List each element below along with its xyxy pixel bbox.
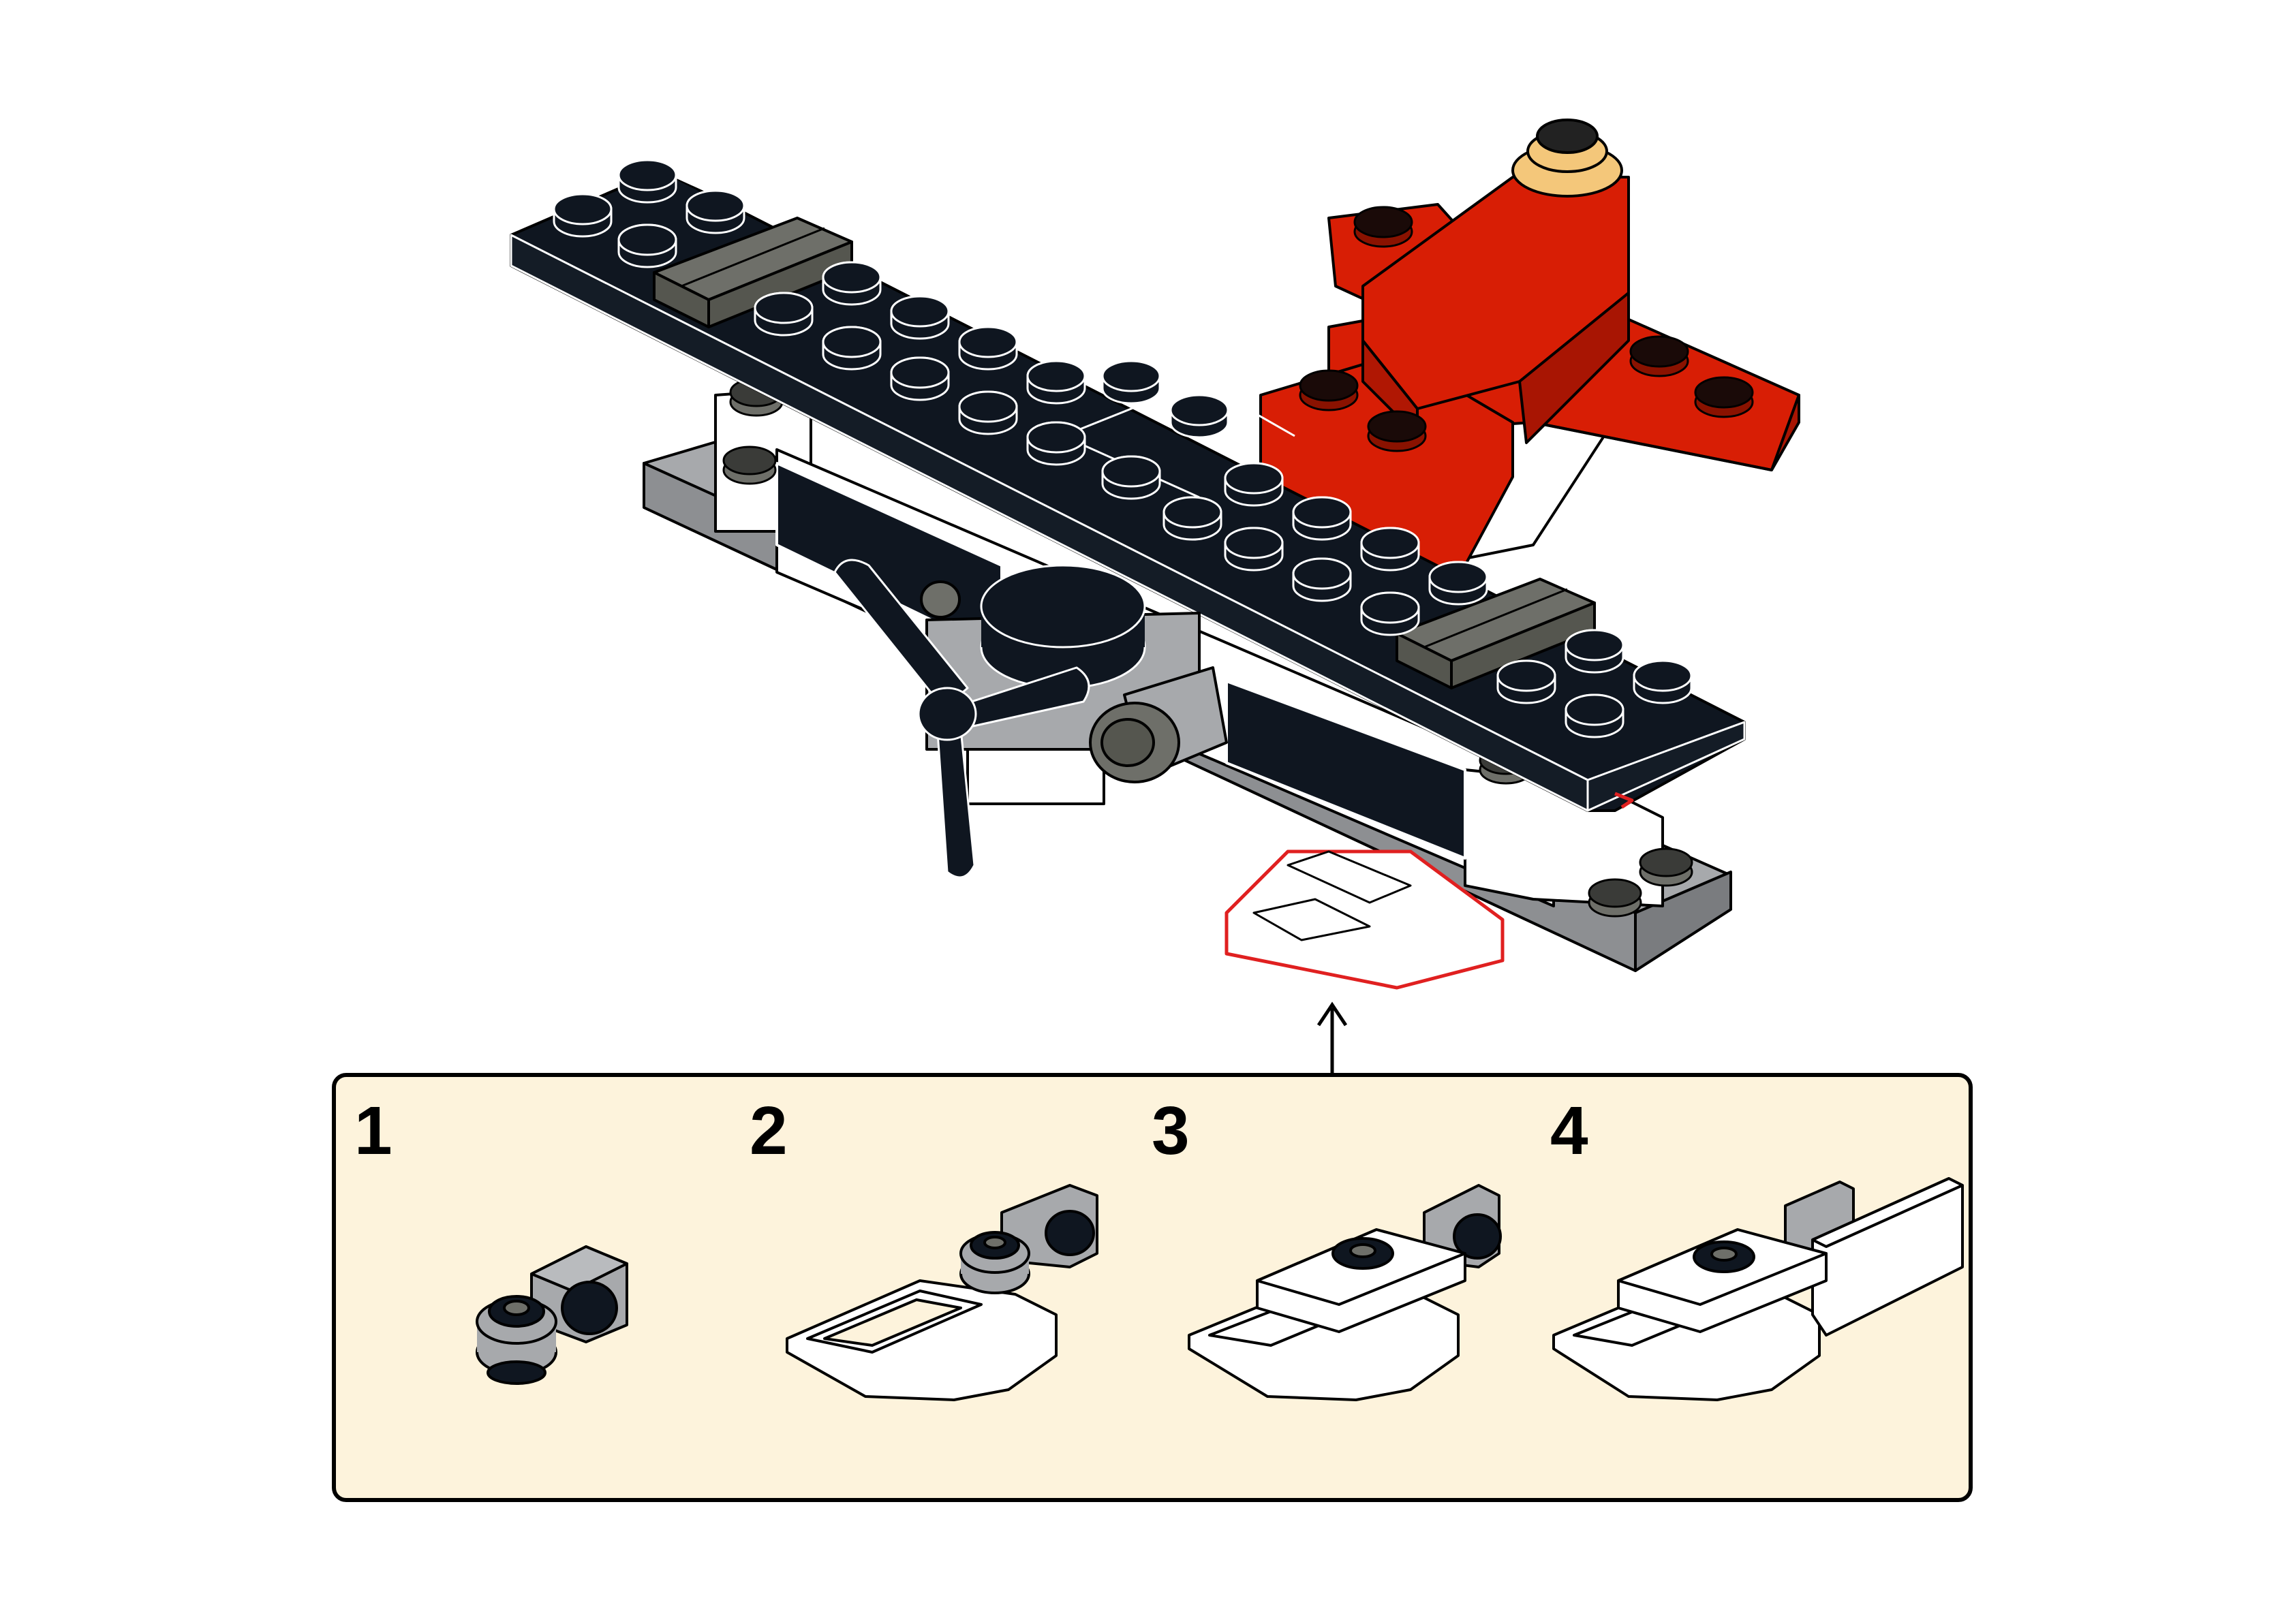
wing-grille-right [1396,578,1596,689]
step-3-illustration [1188,1184,1502,1401]
wing-grille-left [653,217,853,328]
lower-plate-stud [1588,878,1642,918]
tail-stud [1629,335,1689,377]
step-2-illustration [786,1184,1098,1401]
exhaust-pipe [1089,666,1228,783]
step-4-illustration [1552,1177,1964,1401]
lower-plate-stud [722,446,777,485]
tail-stud [1367,410,1427,452]
step-1-illustration [476,1245,628,1385]
highlighted-subassembly [1224,792,1634,990]
step-number-1: 1 [354,1093,392,1169]
step-number-3: 3 [1152,1093,1190,1169]
step-number-2: 2 [750,1093,788,1169]
tail-stud [1299,369,1359,411]
sub-steps-callout [332,1073,1973,1502]
callout-arrow [1316,1001,1348,1075]
propeller [833,559,1090,879]
biplane-model [510,119,1800,990]
lower-plate-stud [1639,847,1693,887]
tail-stud [1694,376,1754,418]
tail-light [1511,119,1623,198]
step-number-4: 4 [1550,1093,1588,1169]
tail-stud [1353,206,1413,248]
